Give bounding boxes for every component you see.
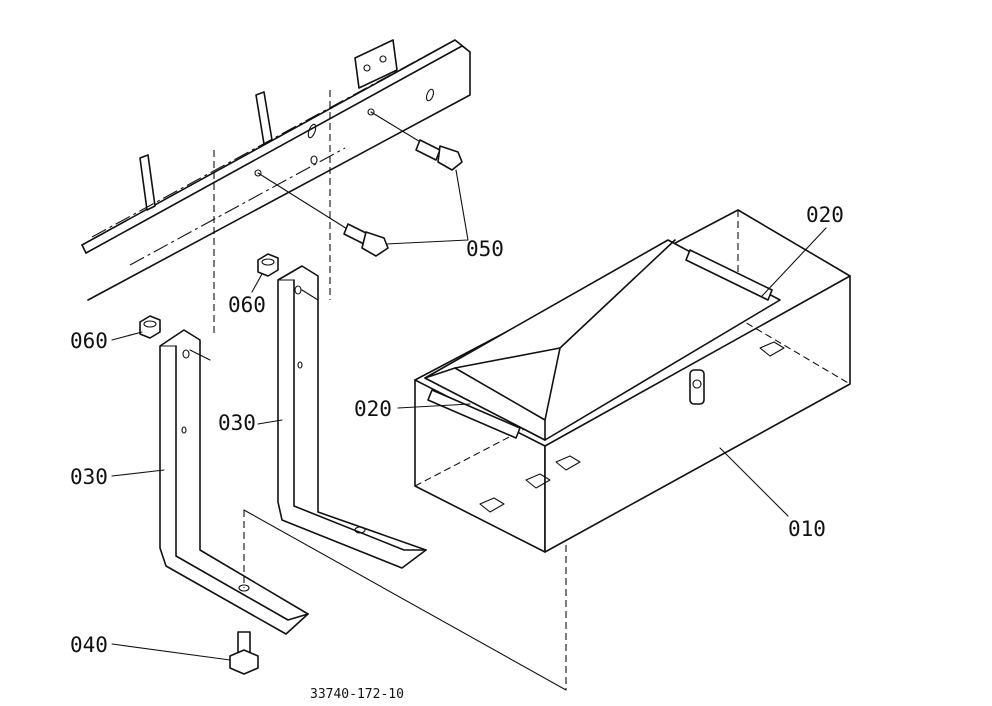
beam-tines bbox=[139, 39, 398, 211]
callout-line-030-left bbox=[111, 469, 165, 477]
callout-line-060-left bbox=[111, 331, 143, 341]
callout-030-left: 030 bbox=[70, 465, 108, 489]
callout-line-020-top bbox=[761, 227, 827, 297]
drawing-number: 33740-172-10 bbox=[310, 687, 404, 702]
nut-mid bbox=[257, 253, 279, 277]
bolt-upper bbox=[415, 139, 463, 171]
tool-box bbox=[414, 209, 851, 553]
bracket-mid bbox=[277, 265, 427, 569]
callout-line-050 bbox=[385, 169, 469, 245]
callout-020-mid: 020 bbox=[354, 397, 392, 421]
callout-020-top: 020 bbox=[806, 203, 844, 227]
callout-line-060-mid bbox=[251, 273, 263, 293]
beam-center-lines bbox=[91, 47, 441, 336]
callout-060-mid: 060 bbox=[228, 293, 266, 317]
callout-040: 040 bbox=[70, 633, 108, 657]
callout-050: 050 bbox=[466, 237, 504, 261]
bracket-left bbox=[159, 329, 309, 635]
frame-beam bbox=[81, 39, 471, 301]
bolt-bottom bbox=[229, 631, 259, 675]
callout-line-010 bbox=[719, 447, 789, 517]
callout-line-040 bbox=[111, 643, 231, 661]
callout-line-030-mid bbox=[257, 419, 283, 425]
callout-line-020-mid bbox=[397, 403, 471, 409]
nut-left bbox=[139, 315, 161, 339]
callout-010: 010 bbox=[788, 517, 826, 541]
bolt-lower bbox=[343, 223, 389, 257]
callout-060-left: 060 bbox=[70, 329, 108, 353]
callout-030-mid: 030 bbox=[218, 411, 256, 435]
bracket-alignment-lines bbox=[189, 289, 567, 691]
